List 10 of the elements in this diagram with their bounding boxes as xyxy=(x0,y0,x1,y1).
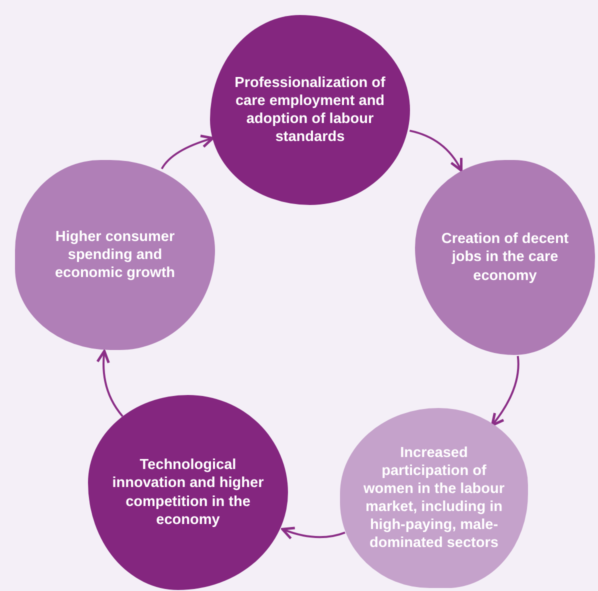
arrow xyxy=(96,350,124,417)
node-text: Technological innovation and higher competition in the economy xyxy=(111,456,265,529)
arrow xyxy=(409,130,463,172)
arrow xyxy=(281,526,346,540)
node-text: Higher consumer spending and economic growth xyxy=(54,228,176,282)
node-text: Professionalization of care employment and adoption of labour standards xyxy=(234,74,386,146)
arrow xyxy=(490,356,520,427)
node-text: Increased participation of women in the labour market, including in high-paying, male-dominated sectors xyxy=(362,444,506,552)
arrow xyxy=(160,134,214,170)
node-text: Creation of decent jobs in the care economy xyxy=(440,230,570,285)
